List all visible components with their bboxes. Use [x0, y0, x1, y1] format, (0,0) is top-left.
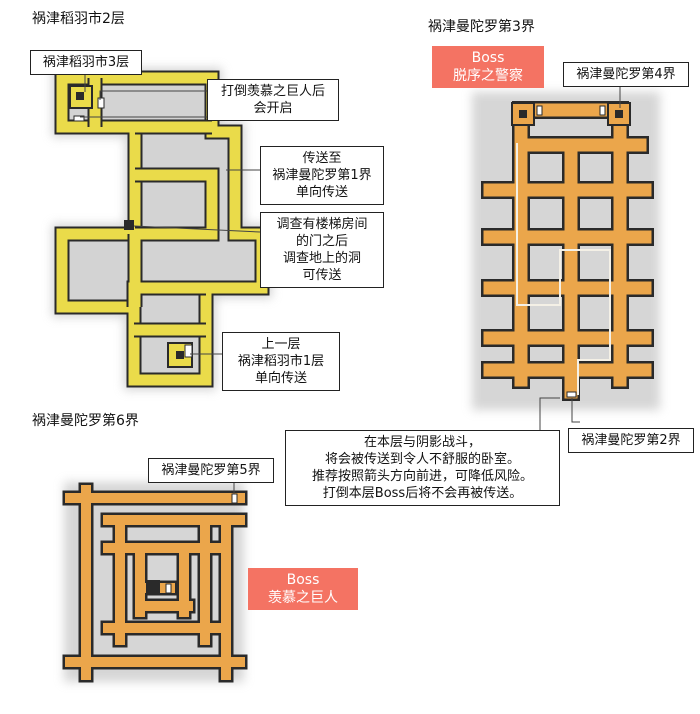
note-line: 调查地上的洞 [282, 251, 361, 266]
note-line: 单向传送 [295, 185, 348, 200]
note-line: 打倒羡慕之巨人后 [220, 84, 325, 99]
label-mandala-4: 祸津曼陀罗第4界 [563, 62, 689, 87]
map-mandala-3 [472, 92, 660, 410]
note-investigate-hole: 调查有楼梯房间 的门之后 调查地上的洞 可传送 [260, 212, 384, 288]
note-line: 祸津稻羽市1层 [237, 354, 325, 369]
leader-lines [80, 70, 621, 494]
note-line: 传送至 [302, 151, 342, 166]
note-line: 调查有楼梯房间 [276, 217, 368, 232]
map-inaba-2f [52, 68, 272, 390]
boss-label: Boss [286, 572, 320, 588]
note-line: 打倒本层Boss后将不会再被传送。 [322, 486, 523, 501]
note-line: 在本层与阴影战斗， [363, 435, 481, 450]
label-mandala-2: 祸津曼陀罗第2界 [568, 428, 694, 453]
boss-badge-police: Boss 脱序之警察 [432, 46, 544, 88]
note-line: 的门之后 [295, 234, 348, 249]
boss-name: 脱序之警察 [453, 68, 523, 84]
boss-name: 羡慕之巨人 [268, 590, 338, 606]
note-line: 会开启 [253, 101, 293, 116]
boss-label: Boss [471, 50, 505, 66]
note-line: 上一层 [261, 337, 301, 352]
map-mandala-6 [62, 482, 248, 683]
map-title-mandala-6: 祸津曼陀罗第6界 [32, 413, 139, 429]
note-upstairs: 上一层 祸津稻羽市1层 单向传送 [222, 332, 340, 391]
map-title-inaba-2f: 祸津稻羽市2层 [32, 11, 125, 27]
note-teleport-mandala-1: 传送至 祸津曼陀罗第1界 单向传送 [260, 146, 384, 205]
note-open-after-giant: 打倒羡慕之巨人后 会开启 [207, 79, 339, 121]
note-line: 推荐按照箭头方向前进，可降低风险。 [311, 469, 533, 484]
note-line: 将会被传送到令人不舒服的卧室。 [324, 452, 520, 467]
boss-badge-giant: Boss 羡慕之巨人 [248, 568, 358, 610]
label-mandala-5: 祸津曼陀罗第5界 [148, 458, 274, 483]
note-line: 祸津曼陀罗第1界 [272, 168, 372, 183]
note-line: 单向传送 [254, 371, 307, 386]
label-inaba-3f: 祸津稻羽市3层 [30, 50, 142, 75]
note-shadow-fight: 在本层与阴影战斗， 将会被传送到令人不舒服的卧室。 推荐按照箭头方向前进，可降低… [285, 430, 560, 506]
note-line: 可传送 [302, 268, 342, 283]
map-title-mandala-3: 祸津曼陀罗第3界 [428, 19, 535, 35]
